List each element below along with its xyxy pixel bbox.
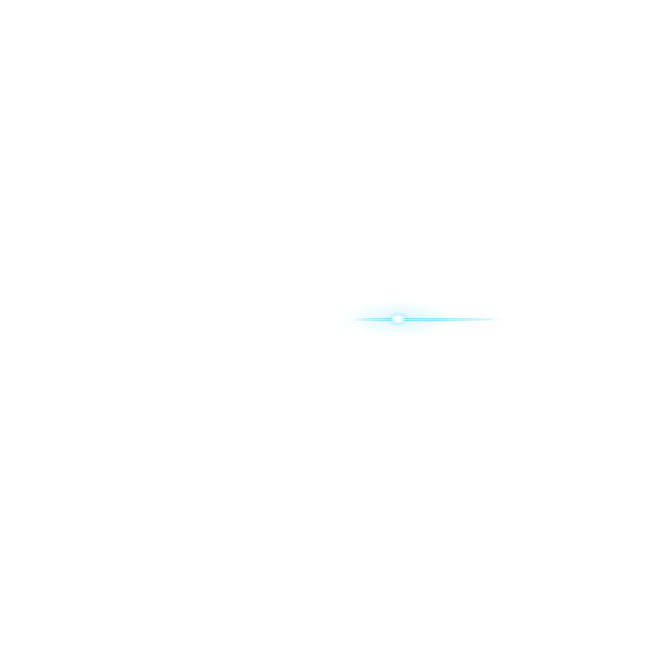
flare-streak-thin — [362, 319, 492, 320]
flare-highlight — [394, 316, 402, 322]
